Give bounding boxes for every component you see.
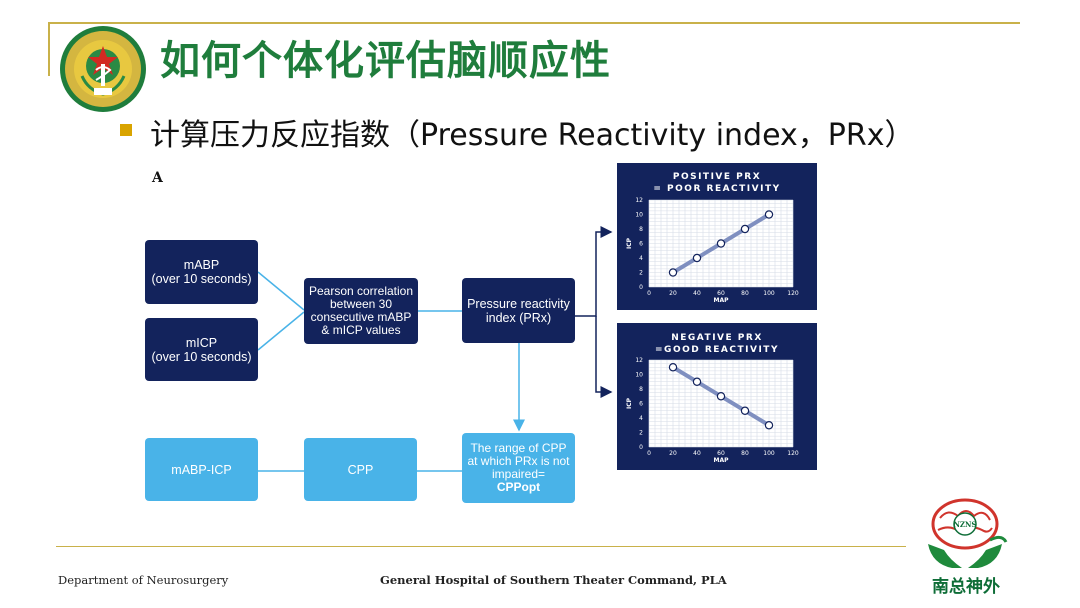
box-mabp-icp-label: mABP-ICP bbox=[171, 462, 232, 477]
y-tick-label: 6 bbox=[639, 401, 643, 408]
box-micp: mICP (over 10 seconds) bbox=[145, 318, 258, 381]
box-mabp-line1: mABP bbox=[183, 258, 220, 272]
box-cppopt-range: The range of CPP at which PRx is not imp… bbox=[462, 433, 575, 503]
x-tick-label: 120 bbox=[787, 450, 799, 457]
y-axis-label: ICP bbox=[626, 237, 633, 249]
x-tick-label: 20 bbox=[669, 290, 677, 297]
y-tick-label: 0 bbox=[639, 444, 643, 451]
data-point bbox=[668, 268, 678, 277]
data-point bbox=[764, 421, 774, 430]
header-top-rule bbox=[48, 22, 1020, 24]
connector-prx-negative bbox=[595, 316, 613, 398]
y-tick-label: 2 bbox=[639, 430, 643, 437]
x-tick-label: 40 bbox=[693, 290, 701, 297]
y-tick-label: 12 bbox=[635, 197, 643, 204]
x-tick-label: 80 bbox=[741, 290, 749, 297]
box-range-line3: impaired= bbox=[491, 467, 546, 481]
y-tick-label: 8 bbox=[639, 226, 643, 233]
data-point bbox=[740, 224, 750, 234]
y-tick-label: 12 bbox=[635, 357, 643, 364]
data-point bbox=[764, 210, 774, 219]
y-tick-label: 6 bbox=[639, 241, 643, 248]
connector-prx-positive bbox=[575, 226, 613, 317]
box-prx-line2: index (PRx) bbox=[485, 310, 552, 325]
x-tick-label: 0 bbox=[647, 290, 651, 297]
nzns-seal-text: NZNS bbox=[954, 520, 977, 529]
box-micp-line2: (over 10 seconds) bbox=[151, 349, 252, 364]
nzns-logo-text: 南总神外 bbox=[932, 577, 1000, 597]
y-tick-label: 0 bbox=[639, 284, 643, 291]
y-tick-label: 8 bbox=[639, 386, 643, 393]
y-tick-label: 10 bbox=[635, 212, 643, 219]
bullet-text: 计算压力反应指数（Pressure Reactivity index，PRx） bbox=[150, 118, 915, 153]
x-tick-label: 100 bbox=[763, 290, 775, 297]
data-point bbox=[740, 406, 750, 415]
footer-hospital: General Hospital of Southern Theater Com… bbox=[380, 573, 727, 587]
box-range-line1: The range of CPP bbox=[470, 441, 567, 455]
x-tick-label: 120 bbox=[787, 290, 799, 297]
bullet-square-icon bbox=[120, 124, 132, 136]
box-range-line2: at which PRx is not bbox=[467, 454, 570, 468]
box-pearson-line2: between 30 bbox=[329, 297, 393, 311]
box-micp-line1: mICP bbox=[185, 335, 218, 350]
data-point bbox=[692, 253, 702, 263]
x-tick-label: 100 bbox=[763, 450, 775, 457]
connector-mabp-pearson bbox=[257, 271, 305, 311]
box-cpp: CPP bbox=[304, 438, 417, 501]
x-axis-label: MAP bbox=[713, 457, 729, 464]
box-mabp: mABP (over 10 seconds) bbox=[145, 240, 258, 304]
chart-positive-title-line2: = POOR REACTIVITY bbox=[653, 184, 781, 194]
nzns-logo: NZNS bbox=[928, 498, 1008, 568]
y-tick-label: 4 bbox=[639, 255, 643, 262]
chart-negative-title-line1: NEGATIVE PRX bbox=[671, 333, 763, 343]
box-cpp-label: CPP bbox=[347, 462, 374, 477]
x-tick-label: 60 bbox=[717, 450, 725, 457]
box-pearson-correlation: Pearson correlation between 30 consecuti… bbox=[304, 278, 418, 344]
x-tick-label: 20 bbox=[669, 450, 677, 457]
data-point bbox=[668, 363, 678, 372]
box-prx: Pressure reactivity index (PRx) bbox=[462, 278, 575, 343]
box-mabp-line2: (over 10 seconds) bbox=[151, 272, 252, 286]
box-prx-line1: Pressure reactivity bbox=[467, 296, 570, 311]
y-tick-label: 2 bbox=[639, 270, 643, 277]
x-tick-label: 0 bbox=[647, 450, 651, 457]
box-pearson-line3: consecutive mABP bbox=[310, 310, 412, 324]
chart-positive-title-line1: POSITIVE PRX bbox=[672, 172, 762, 182]
footer-department: Department of Neurosurgery bbox=[58, 573, 229, 587]
slide-title: 如何个体化评估脑顺应性 bbox=[160, 38, 611, 84]
data-point bbox=[716, 392, 726, 401]
panel-letter: A bbox=[152, 170, 163, 186]
data-point bbox=[716, 239, 726, 248]
x-tick-label: 80 bbox=[741, 450, 749, 457]
y-axis-label: ICP bbox=[626, 397, 633, 409]
data-point bbox=[692, 377, 702, 386]
footer-rule bbox=[56, 546, 906, 547]
hospital-emblem-logo bbox=[60, 26, 146, 112]
box-pearson-line1: Pearson correlation bbox=[308, 284, 414, 298]
box-range-cppopt: CPPopt bbox=[496, 480, 541, 494]
x-tick-label: 60 bbox=[717, 290, 725, 297]
connector-micp-pearson bbox=[257, 311, 305, 351]
y-tick-label: 4 bbox=[639, 415, 643, 422]
box-mabp-icp: mABP-ICP bbox=[145, 438, 258, 501]
x-axis-label: MAP bbox=[713, 297, 729, 304]
header-left-rule bbox=[48, 22, 50, 76]
y-tick-label: 10 bbox=[635, 372, 643, 379]
box-pearson-line4: & mICP values bbox=[321, 323, 401, 337]
x-tick-label: 40 bbox=[693, 450, 701, 457]
chart-negative-title-line2: =GOOD REACTIVITY bbox=[655, 345, 779, 355]
